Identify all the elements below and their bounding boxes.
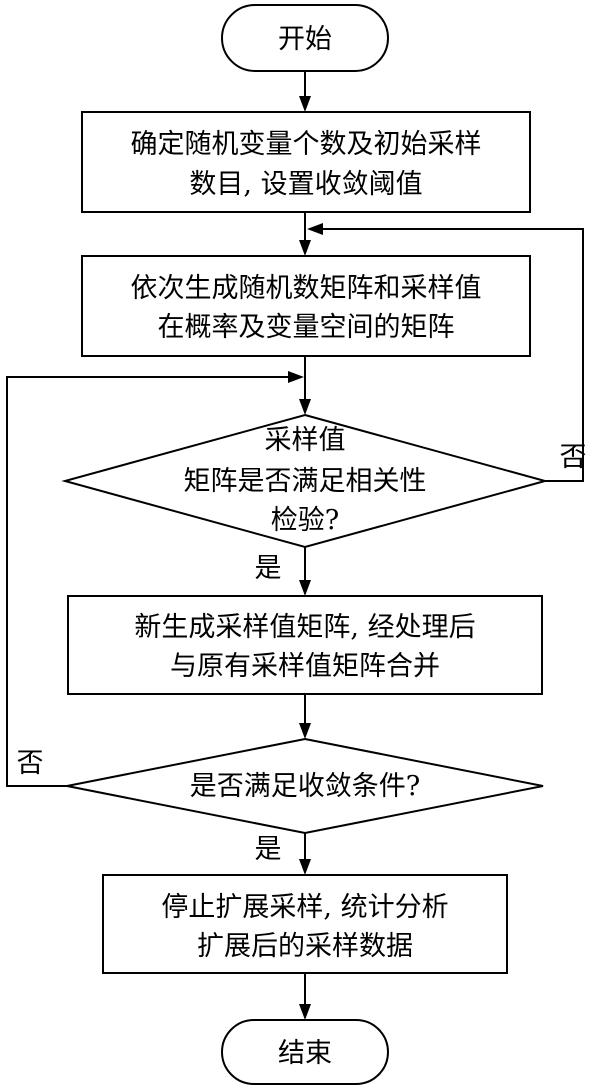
start-label: 开始	[278, 24, 332, 55]
step-init-line1: 确定随机变量个数及初始采样	[131, 129, 482, 160]
arrowhead-decision1	[299, 399, 311, 415]
arrowhead-step4	[299, 859, 311, 875]
arrowhead-step3	[299, 580, 311, 596]
end-terminal	[221, 1019, 389, 1085]
decision-correlation-no-label: 否	[560, 442, 587, 473]
decision-convergence-yes-label: 是	[255, 834, 282, 865]
loop-back-line-decision1-no	[322, 228, 584, 482]
arrowhead-end	[299, 1004, 311, 1020]
arrowhead-decision2	[299, 723, 311, 739]
decision-correlation-line1: 采样值	[265, 425, 346, 456]
step-generate-line2: 在概率及变量空间的矩阵	[158, 312, 455, 343]
loop-back-line-decision2-no	[6, 376, 288, 787]
decision-convergence-no-label: 否	[17, 748, 44, 779]
arrowhead-step2	[299, 240, 311, 256]
end-label: 结束	[278, 1038, 332, 1069]
decision-correlation-line2: 矩阵是否满足相关性	[184, 466, 427, 497]
arrowhead-step1	[299, 96, 311, 112]
step-generate-box	[81, 255, 531, 357]
step-stop-line1: 停止扩展采样, 统计分析	[161, 892, 448, 923]
step-merge-line2: 与原有采样值矩阵合并	[170, 651, 440, 682]
arrowhead-loop-decision1	[307, 223, 323, 235]
decision-convergence-line1: 是否满足收敛条件?	[190, 771, 420, 802]
step-generate-line1: 依次生成随机数矩阵和采样值	[131, 273, 482, 304]
step-stop-line2: 扩展后的采样数据	[197, 931, 413, 962]
step-merge-line1: 新生成采样值矩阵, 经处理后	[134, 612, 475, 643]
step-init-line2: 数目, 设置收敛阈值	[189, 169, 422, 200]
decision-correlation-line3: 检验?	[271, 505, 339, 536]
decision-correlation-yes-label: 是	[255, 553, 282, 584]
arrowhead-loop-decision2	[288, 371, 304, 383]
step-init-box	[81, 111, 531, 213]
